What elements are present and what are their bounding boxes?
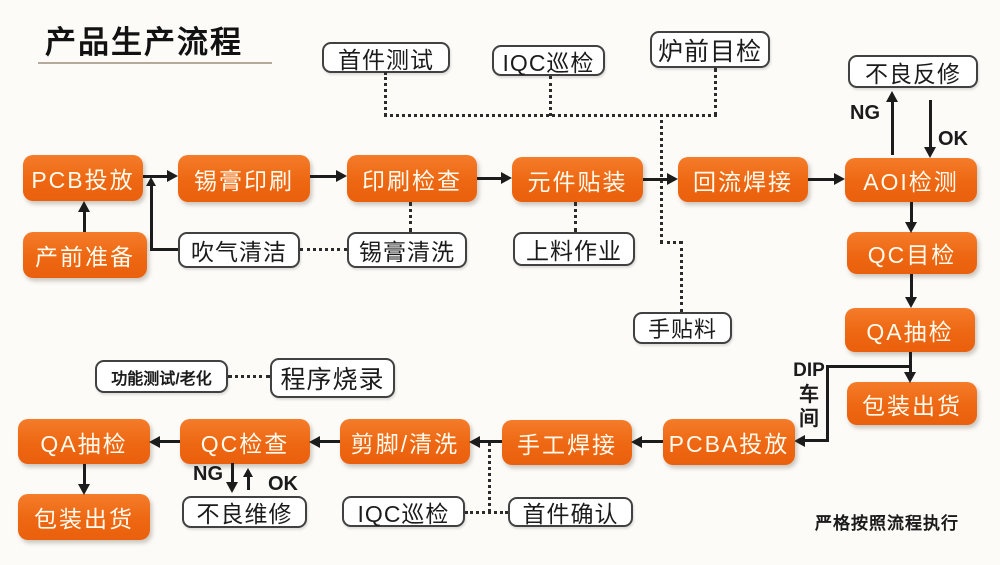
node-pcba-feeding: PCBA投放 <box>663 419 795 465</box>
arrow-prep-to-pcb-head <box>78 201 90 212</box>
connector-inspection-to-cleaning <box>409 202 412 232</box>
arrow-placement-to-reflow-line <box>643 178 671 181</box>
branch-dip-vertical <box>826 365 829 442</box>
arrow-trimming-to-qc-head <box>309 436 320 448</box>
arrow-pcba-to-soldering-head <box>631 436 642 448</box>
arrow-aoi-ng-head <box>886 91 898 102</box>
arrow-soldering-to-trimming-head <box>469 436 480 448</box>
arrow-aoi-to-qc-line <box>910 202 913 226</box>
node-iqc-patrol-top: IQC巡检 <box>492 45 605 76</box>
node-qc-inspection: QC检查 <box>180 419 310 464</box>
arrow-rework-ok-head <box>924 147 936 158</box>
arrow-placement-to-reflow-head <box>667 173 678 185</box>
arrow-printing-to-inspection-head <box>336 170 347 182</box>
arrow-qc-to-qa-dip-head <box>149 436 160 448</box>
connector-placement-to-loading <box>574 202 577 232</box>
connector-airblow-horizontal <box>151 248 178 251</box>
node-function-test-aging: 功能测试/老化 <box>95 360 228 393</box>
node-hand-soldering: 手工焊接 <box>502 420 632 465</box>
node-pre-production-prep: 产前准备 <box>23 232 147 278</box>
title-underline <box>38 62 272 64</box>
arrow-aoi-ng-line <box>891 98 894 155</box>
arrow-qc-ng-head <box>226 482 238 493</box>
label-ng-top: NG <box>850 102 880 124</box>
arrow-reflow-to-aoi-line <box>808 178 838 181</box>
node-iqc-patrol-bottom: IQC巡检 <box>342 496 465 527</box>
arrow-repair-ok-head <box>243 468 253 477</box>
arrow-reflow-to-aoi-head <box>834 173 845 185</box>
connector-iqc-to-confirm <box>465 511 508 514</box>
arrow-trimming-to-qc-line <box>319 440 340 443</box>
arrow-pcba-to-soldering-line <box>641 440 663 443</box>
node-material-loading: 上料作业 <box>513 232 635 266</box>
label-dip-line2: 车 <box>799 384 819 406</box>
connector-airblow-vertical <box>150 184 153 251</box>
connector-airblow-head <box>146 177 156 186</box>
label-ng-bottom: NG <box>193 463 223 485</box>
node-qc-visual-inspection: QC目检 <box>847 232 977 274</box>
connector-first-article-test-drop <box>384 72 387 116</box>
node-qa-sampling-dip: QA抽检 <box>18 419 150 464</box>
connector-furnace-visual-drop <box>714 68 717 116</box>
connector-functiontest-to-burning <box>228 375 270 378</box>
node-qa-sampling-smt: QA抽检 <box>845 308 975 352</box>
label-dip-line1: DIP <box>793 360 825 381</box>
node-hand-placement: 手贴料 <box>633 312 732 344</box>
node-aoi-inspection: AOI检测 <box>845 158 977 202</box>
node-pcb-feeding: PCB投放 <box>23 155 143 201</box>
arrow-prep-to-pcb-line <box>83 206 86 232</box>
arrow-qc-to-qa-head <box>905 297 917 308</box>
arrow-printing-to-inspection-line <box>310 175 340 178</box>
node-printing-inspection: 印刷检查 <box>347 155 477 202</box>
label-ok-bottom: OK <box>268 473 298 495</box>
arrow-qc-ng-line <box>231 463 234 485</box>
footer-note: 严格按照流程执行 <box>815 514 959 533</box>
node-air-blow-cleaning: 吹气清洁 <box>178 232 300 268</box>
node-solder-paste-cleaning: 锡膏清洗 <box>347 232 467 268</box>
connector-airblow-to-cleaning <box>300 248 347 251</box>
node-reflow-soldering: 回流焊接 <box>678 157 808 202</box>
connector-confirm-to-flow <box>488 443 491 512</box>
connector-jog-horizontal <box>660 241 682 244</box>
arrow-qa-to-packing-dip-head <box>78 484 90 495</box>
connector-to-hand-placement <box>680 241 683 312</box>
node-defect-rework: 不良反修 <box>848 55 978 88</box>
arrow-rework-ok-line <box>929 100 932 149</box>
arrow-soldering-to-trimming-line <box>479 440 502 443</box>
node-lead-trimming-cleaning: 剪脚/清洗 <box>340 419 470 464</box>
arrow-inspection-to-placement-line <box>477 177 505 180</box>
connector-iqc-top-drop <box>549 76 552 116</box>
arrow-qa-to-packing-head <box>904 372 916 383</box>
connector-top-harness <box>384 114 717 117</box>
node-first-article-confirm: 首件确认 <box>508 497 633 527</box>
arrow-qa-to-packing-line <box>909 352 912 376</box>
label-ok-top: OK <box>938 128 968 150</box>
arrow-pcb-to-printing-line <box>143 175 171 178</box>
page-title: 产品生产流程 <box>45 25 243 60</box>
arrow-qa-to-packing-dip-line <box>83 464 86 488</box>
arrow-qc-to-qa-line <box>910 274 913 302</box>
label-dip-workshop: DIP 车 间 <box>790 359 828 431</box>
label-dip-line3: 间 <box>799 408 819 430</box>
node-program-burning: 程序烧录 <box>270 358 395 398</box>
node-solder-paste-printing: 锡膏印刷 <box>178 155 310 202</box>
arrow-qc-to-qa-dip-line <box>159 440 180 443</box>
branch-dip-head <box>794 435 805 447</box>
branch-dip-horizontal-bottom <box>800 439 827 442</box>
branch-dip-horizontal-top <box>826 365 910 368</box>
node-furnace-front-visual: 炉前目检 <box>650 31 770 68</box>
arrow-repair-ok-line <box>247 476 250 490</box>
node-component-placement: 元件贴装 <box>512 157 643 202</box>
node-first-article-test: 首件测试 <box>322 42 450 73</box>
node-packing-shipment-smt: 包装出货 <box>847 382 977 425</box>
node-packing-shipment-dip: 包装出货 <box>18 494 150 540</box>
arrow-aoi-to-qc-head <box>905 222 917 233</box>
node-defect-repair: 不良维修 <box>182 496 307 528</box>
arrow-inspection-to-placement-head <box>501 172 512 184</box>
arrow-pcb-to-printing-head <box>167 170 178 182</box>
